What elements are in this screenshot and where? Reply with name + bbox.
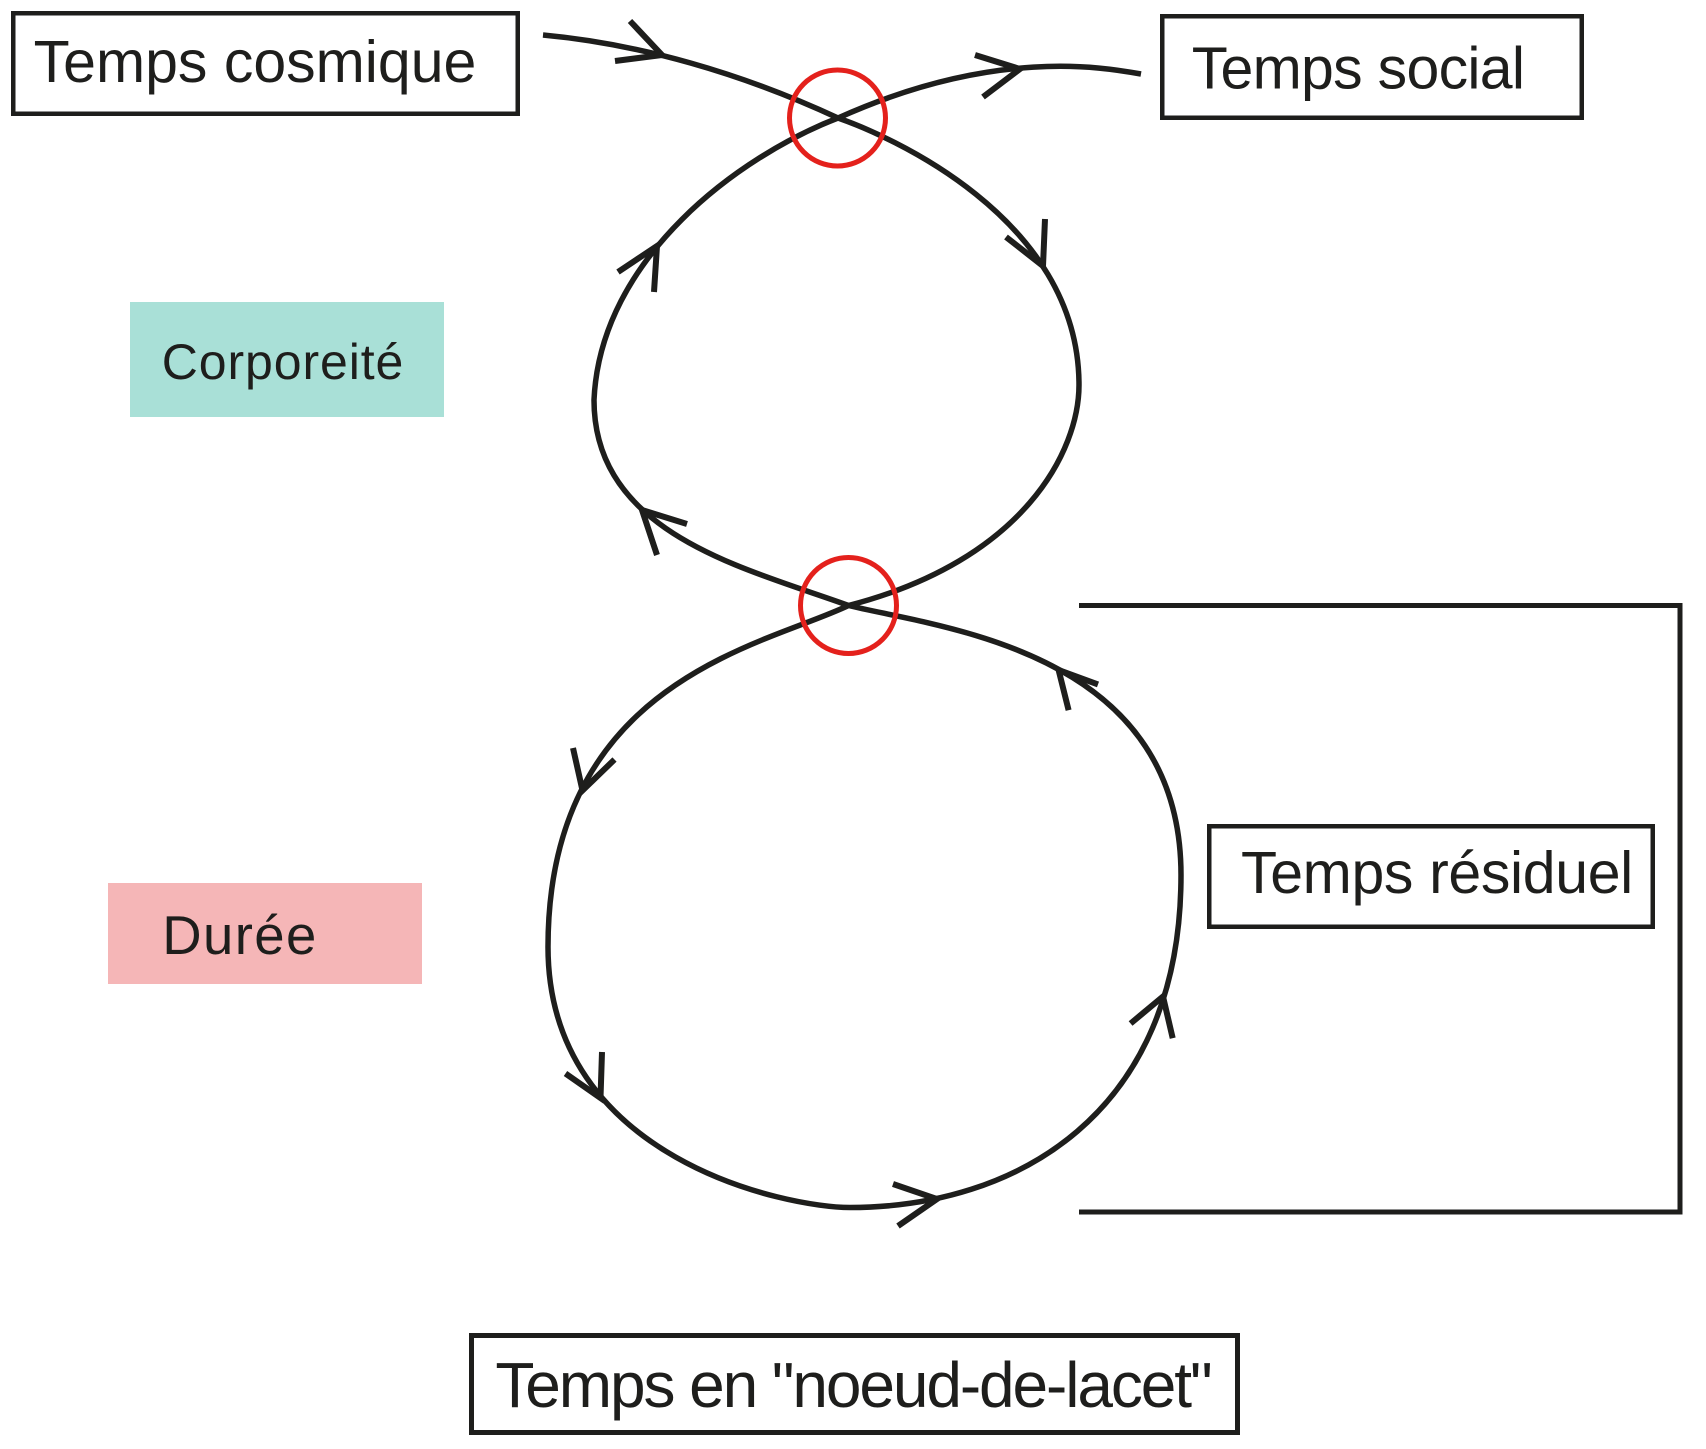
svg-text:Temps résiduel: Temps résiduel	[1241, 840, 1633, 906]
svg-text:Corporeité: Corporeité	[162, 334, 404, 390]
svg-text:Temps cosmique: Temps cosmique	[34, 29, 477, 95]
svg-text:Temps social: Temps social	[1192, 36, 1525, 102]
svg-text:Durée: Durée	[162, 905, 317, 966]
svg-text:Temps en "noeud-de-lacet": Temps en "noeud-de-lacet"	[495, 1349, 1210, 1421]
